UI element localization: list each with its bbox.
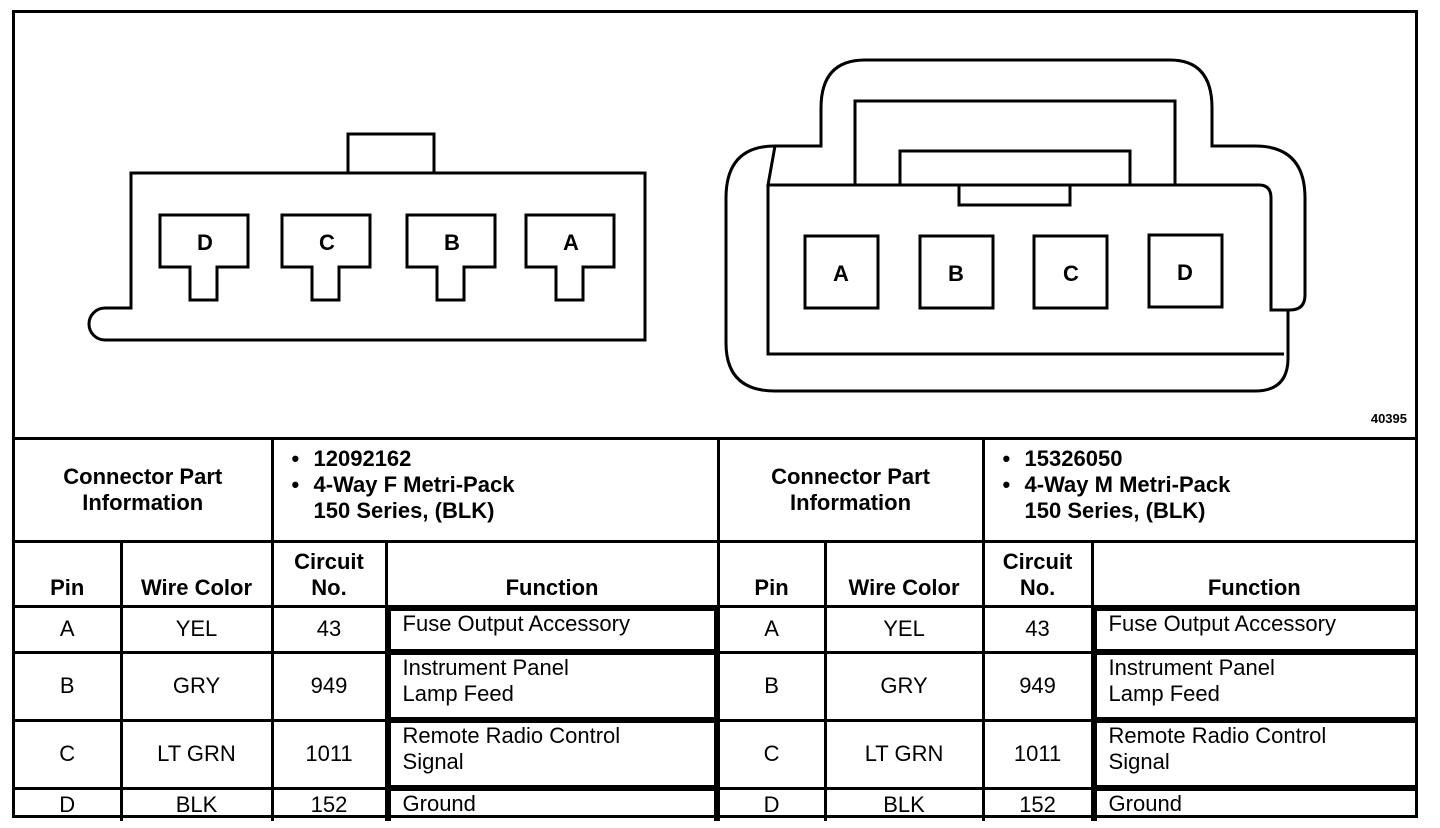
left-wire-color-cell: BLK xyxy=(119,786,274,821)
right-function-cell: Ground xyxy=(1093,788,1416,821)
left-pin-b-label: B xyxy=(444,230,460,255)
left-header-circuit: Circuit No. xyxy=(270,540,388,608)
left-pin-cell: A xyxy=(15,605,123,654)
left-pin-cell: C xyxy=(15,718,123,790)
left-wire-color-cell: GRY xyxy=(119,650,274,722)
left-pin-b xyxy=(405,213,497,302)
right-pin-cell: A xyxy=(716,605,827,654)
figure-code: 40395 xyxy=(1370,411,1407,426)
right-circuit-cell: 1011 xyxy=(981,718,1094,790)
right-pin-b xyxy=(918,234,995,310)
right-function-cell: Instrument Panel Lamp Feed xyxy=(1093,652,1416,720)
left-pin-cell: B xyxy=(15,650,123,722)
left-header-function: Function xyxy=(384,540,720,608)
right-info-label: Connector Part Information xyxy=(716,437,985,543)
left-header-pin: Pin xyxy=(15,540,123,608)
right-connector-body xyxy=(724,58,1307,393)
right-pin-d-label: D xyxy=(1177,260,1193,285)
right-header-pin: Pin xyxy=(716,540,827,608)
connector-diagram: D C B A A B C D xyxy=(87,58,1307,393)
left-pin-d-label: D xyxy=(197,230,213,255)
right-wire-color-cell: YEL xyxy=(823,605,985,654)
right-header-function: Function xyxy=(1090,540,1416,608)
left-function-cell: Instrument Panel Lamp Feed xyxy=(387,652,717,720)
left-part-number: 12092162 xyxy=(292,446,711,472)
right-function-cell: Remote Radio Control Signal xyxy=(1093,720,1416,788)
right-header-wire-color: Wire Color xyxy=(823,540,985,608)
left-pin-d xyxy=(158,213,250,302)
right-part-info: 15326050 4-Way M Metri-Pack 150 Series, … xyxy=(981,437,1416,543)
left-circuit-cell: 152 xyxy=(270,786,388,821)
left-part-info: 12092162 4-Way F Metri-Pack 150 Series, … xyxy=(270,437,720,543)
left-function-cell: Ground xyxy=(387,788,717,821)
right-pin-a-label: A xyxy=(833,261,849,286)
left-part-description: 4-Way F Metri-Pack 150 Series, (BLK) xyxy=(292,472,711,524)
table-row: C LT GRN 1011 Remote Radio Control Signa… xyxy=(15,718,1416,790)
right-pin-c-label: C xyxy=(1063,261,1079,286)
right-circuit-cell: 949 xyxy=(981,650,1094,722)
right-wire-color-cell: GRY xyxy=(823,650,985,722)
left-pin-a-label: A xyxy=(563,230,579,255)
right-wire-color-cell: LT GRN xyxy=(823,718,985,790)
left-wire-color-cell: YEL xyxy=(119,605,274,654)
connector-table: Connector Part Information 12092162 4-Wa… xyxy=(15,437,1416,821)
left-function-cell: Fuse Output Accessory xyxy=(387,608,717,652)
table-row: B GRY 949 Instrument Panel Lamp Feed B G… xyxy=(15,650,1416,722)
left-circuit-cell: 949 xyxy=(270,650,388,722)
right-circuit-cell: 152 xyxy=(981,786,1094,821)
table-row: A YEL 43 Fuse Output Accessory A YEL 43 … xyxy=(15,605,1416,654)
right-pin-cell: D xyxy=(716,786,827,821)
left-circuit-cell: 43 xyxy=(270,605,388,654)
left-pin-cell: D xyxy=(15,786,123,821)
left-header-wire-color: Wire Color xyxy=(119,540,274,608)
left-pin-c-label: C xyxy=(319,230,335,255)
left-wire-color-cell: LT GRN xyxy=(119,718,274,790)
right-pin-cell: C xyxy=(716,718,827,790)
right-part-description: 4-Way M Metri-Pack 150 Series, (BLK) xyxy=(1003,472,1410,524)
right-circuit-cell: 43 xyxy=(981,605,1094,654)
right-function-cell: Fuse Output Accessory xyxy=(1093,608,1416,652)
right-pin-a xyxy=(803,234,880,310)
left-pin-a xyxy=(524,213,616,302)
left-info-label: Connector Part Information xyxy=(15,437,274,543)
left-circuit-cell: 1011 xyxy=(270,718,388,790)
left-connector-body xyxy=(87,132,647,342)
right-pin-d xyxy=(1147,233,1224,309)
right-wire-color-cell: BLK xyxy=(823,786,985,821)
right-pin-c xyxy=(1032,234,1109,310)
left-pin-c xyxy=(280,213,372,302)
right-pin-b-label: B xyxy=(948,261,964,286)
table-row: D BLK 152 Ground D BLK 152 Ground xyxy=(15,786,1416,821)
left-function-cell: Remote Radio Control Signal xyxy=(387,720,717,788)
diagram-frame: D C B A A B C D 40395 Connector Part Inf… xyxy=(12,10,1418,821)
right-part-number: 15326050 xyxy=(1003,446,1410,472)
right-header-circuit: Circuit No. xyxy=(981,540,1094,608)
right-pin-cell: B xyxy=(716,650,827,722)
